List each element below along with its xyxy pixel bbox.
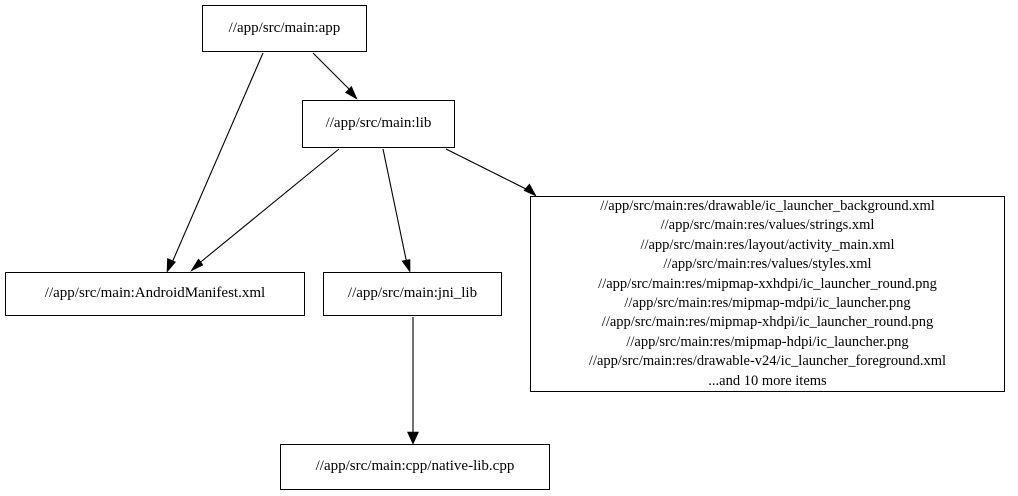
edge-lib-to-jni-lib (382, 148, 411, 273)
node-res-block-lines: //app/src/main:res/drawable/ic_launcher_… (539, 197, 996, 391)
res-line: //app/src/main:res/mipmap-xxhdpi/ic_laun… (598, 275, 937, 292)
res-line: //app/src/main:res/mipmap-mdpi/ic_launch… (624, 295, 911, 311)
node-app[interactable]: //app/src/main:app (202, 5, 367, 52)
node-jni-lib[interactable]: //app/src/main:jni_lib (323, 272, 502, 316)
edge-app-to-lib (312, 52, 358, 100)
edge-jni-lib-to-native-lib (407, 317, 419, 445)
edge-app-to-manifest (166, 52, 264, 273)
res-line: //app/src/main:res/drawable-v24/ic_launc… (588, 353, 947, 370)
res-line: //app/src/main:res/layout/activity_main.… (640, 236, 895, 253)
edge-lib-to-manifest (190, 148, 340, 272)
res-line: //app/src/main:res/drawable/ic_launcher_… (600, 197, 935, 214)
node-app-label: //app/src/main:app (228, 19, 341, 36)
node-android-manifest[interactable]: //app/src/main:AndroidManifest.xml (5, 272, 305, 316)
node-android-manifest-label: //app/src/main:AndroidManifest.xml (44, 285, 266, 302)
res-line: //app/src/main:res/values/strings.xml (660, 217, 875, 234)
res-line: //app/src/main:res/mipmap-hdpi/ic_launch… (626, 333, 909, 350)
res-line: //app/src/main:res/mipmap-xhdpi/ic_launc… (601, 314, 934, 331)
node-lib[interactable]: //app/src/main:lib (302, 100, 455, 148)
node-res-block[interactable]: //app/src/main:res/drawable/ic_launcher_… (530, 196, 1005, 392)
node-native-lib-cpp[interactable]: //app/src/main:cpp/native-lib.cpp (280, 444, 550, 490)
edge-lib-to-res-block (445, 148, 537, 197)
node-native-lib-cpp-label: //app/src/main:cpp/native-lib.cpp (315, 458, 515, 475)
res-more-items-label: ...and 10 more items (708, 372, 827, 389)
node-lib-label: //app/src/main:lib (325, 115, 432, 132)
res-line: //app/src/main:res/values/styles.xml (663, 256, 872, 273)
node-jni-lib-label: //app/src/main:jni_lib (347, 285, 478, 302)
